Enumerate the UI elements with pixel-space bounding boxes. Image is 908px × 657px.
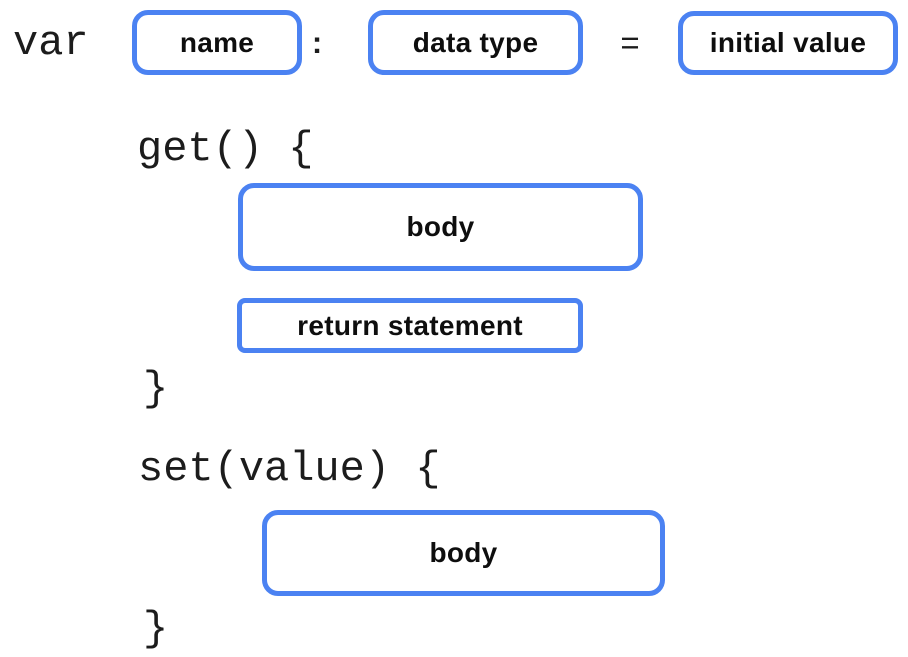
getter-body-placeholder-label: body (406, 211, 475, 242)
setter-close-brace: } (143, 605, 169, 653)
data-type-placeholder-label: data type (412, 26, 539, 58)
var-keyword: var (13, 19, 89, 67)
colon-separator: : (311, 24, 323, 60)
getter-close-brace: } (143, 365, 169, 413)
initial-value-placeholder-label: initial value (709, 27, 867, 58)
getter-body-placeholder-box: body (238, 183, 643, 271)
name-placeholder-box: name (132, 10, 302, 75)
setter-body-placeholder-box: body (262, 510, 665, 596)
data-type-placeholder-box: data type (368, 10, 583, 75)
setter-signature: set(value) { (138, 445, 441, 493)
return-statement-placeholder-label: return statement (297, 309, 523, 341)
initial-value-placeholder-box: initial value (678, 11, 898, 75)
return-statement-placeholder-box: return statement (237, 298, 583, 353)
equals-sign: = (620, 23, 640, 61)
getter-signature: get() { (137, 125, 314, 173)
setter-body-placeholder-label: body (429, 537, 498, 568)
name-placeholder-label: name (179, 26, 255, 58)
